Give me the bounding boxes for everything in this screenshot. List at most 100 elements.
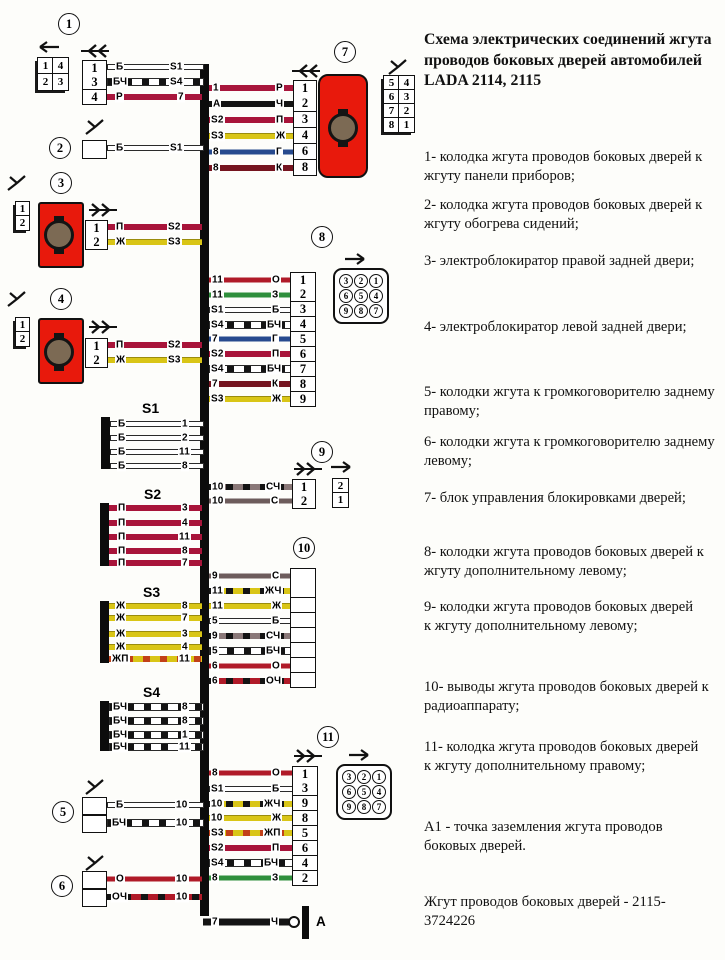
pin-cell <box>82 815 107 833</box>
wire-label: 7 <box>211 333 219 345</box>
pin-cell: 9 <box>292 796 318 811</box>
diagram-title: Схема электрических соединений жгута про… <box>424 31 712 90</box>
pin-circle: 2 <box>354 274 368 288</box>
legend-item-7: 7- блок управления блокировками дверей; <box>424 490 686 506</box>
pin-cell: 7 <box>290 362 316 377</box>
wire-label: 7 <box>181 557 189 569</box>
pin-circle: 6 <box>339 289 353 303</box>
wire-label: С <box>271 570 281 582</box>
wire-П <box>209 845 292 851</box>
arrowR-icon <box>344 252 370 266</box>
motor-symbol <box>44 337 74 367</box>
wire-Ч <box>209 101 293 107</box>
connector-number-2: 2 <box>49 137 71 159</box>
wire-label: S1 <box>210 783 225 795</box>
pin-cell: 1 <box>332 492 349 508</box>
wire-label: 11 <box>211 274 224 286</box>
wire-label: П <box>117 531 127 543</box>
wire-label: О <box>271 660 281 672</box>
pin-cell: 2 <box>85 235 108 250</box>
wire-О <box>107 876 202 882</box>
wire-Б <box>110 463 204 469</box>
pin-cell: 3 <box>292 781 318 796</box>
pin-cell: 3 <box>293 112 317 128</box>
pin-cell: 6 <box>293 144 317 160</box>
legend-item-4: 4- электроблокиратор левой задней двери; <box>424 319 687 335</box>
motor-symbol <box>328 113 358 143</box>
arrowR-icon <box>330 460 356 474</box>
wire-label: A <box>212 98 222 110</box>
legend-item-5: 5- колодки жгута к громкоговорителю задн… <box>424 384 715 419</box>
wire-label: S1 <box>169 142 184 154</box>
wire-label: БЧ <box>111 817 128 829</box>
wire-label: Ж <box>115 236 127 248</box>
wire-label: 10 <box>175 817 189 829</box>
connector-number-10: 10 <box>293 537 315 559</box>
pin-cell <box>290 643 316 658</box>
dblR-icon <box>88 320 118 334</box>
pin-cell <box>290 673 316 688</box>
wire-label: О <box>115 873 125 885</box>
wire-label: 10 <box>210 812 224 824</box>
connector-number-9: 9 <box>311 441 333 463</box>
ring-terminal <box>288 916 300 928</box>
pin-cell: 2 <box>292 494 316 509</box>
wire-Б <box>107 145 204 151</box>
wire-label: 8 <box>212 162 220 174</box>
dblR-icon <box>88 203 118 217</box>
wire-Р <box>209 85 293 91</box>
wire-label: ЖЧ <box>263 798 282 810</box>
pin-cell <box>82 871 107 889</box>
legend-item-10: 10- выводы жгута проводов боковых дверей… <box>424 679 709 714</box>
legend-item-2: 2- колодка жгута проводов боковых дверей… <box>424 197 703 232</box>
wire-ОЧ <box>107 894 202 900</box>
wire-П <box>109 560 202 566</box>
pin-circle: 9 <box>339 304 353 318</box>
wire-label: Г <box>275 146 283 158</box>
wire-label: П <box>275 114 285 126</box>
wire-label: 4 <box>181 517 189 529</box>
wire-label: П <box>117 545 127 557</box>
dblR-icon <box>293 462 323 476</box>
wire-label: 6 <box>211 675 219 687</box>
wire-label: К <box>275 162 284 174</box>
splice-label: S1 <box>142 400 160 416</box>
pin-cell <box>290 583 316 598</box>
wire-К <box>209 381 290 387</box>
wire-label: 7 <box>181 612 189 624</box>
wire-З <box>209 875 292 881</box>
wire-label: 10 <box>210 798 224 810</box>
wire-label: 1 <box>181 729 189 741</box>
wire-label: Б <box>117 460 127 472</box>
wire-label: 5 <box>211 615 219 627</box>
wire-label: 1 <box>181 418 189 430</box>
wire-label: 7 <box>211 378 219 390</box>
wire-С <box>209 498 292 504</box>
wire-БЧ <box>107 819 204 827</box>
wire-label: Ж <box>115 641 127 653</box>
wire-label: S2 <box>167 339 182 351</box>
wire-label: S4 <box>210 857 225 869</box>
splice-label: S3 <box>143 584 161 600</box>
arrowR-icon <box>348 748 374 762</box>
wire-П <box>109 548 202 554</box>
dblL-icon <box>291 64 321 78</box>
wire-label: 6 <box>211 660 219 672</box>
legend-item-8: 8- колодки жгута проводов боковых дверей… <box>424 544 704 579</box>
pin-cell: 2 <box>15 331 30 347</box>
pin-cell: 4 <box>293 128 317 144</box>
pin-circle: 6 <box>342 785 356 799</box>
wire-ЖЧ <box>209 801 292 807</box>
harness-part-number: Жгут проводов боковых дверей - 2115-3724… <box>424 894 666 929</box>
pin-cell: 3 <box>82 75 107 90</box>
wire-С <box>209 573 290 579</box>
legend-item-6: 6- колодки жгута к громкоговорителю задн… <box>424 434 715 469</box>
wire-label: З <box>271 289 280 301</box>
ground-wire <box>203 918 298 926</box>
wire-label: S2 <box>210 348 225 360</box>
wire-label: 8 <box>181 545 189 557</box>
